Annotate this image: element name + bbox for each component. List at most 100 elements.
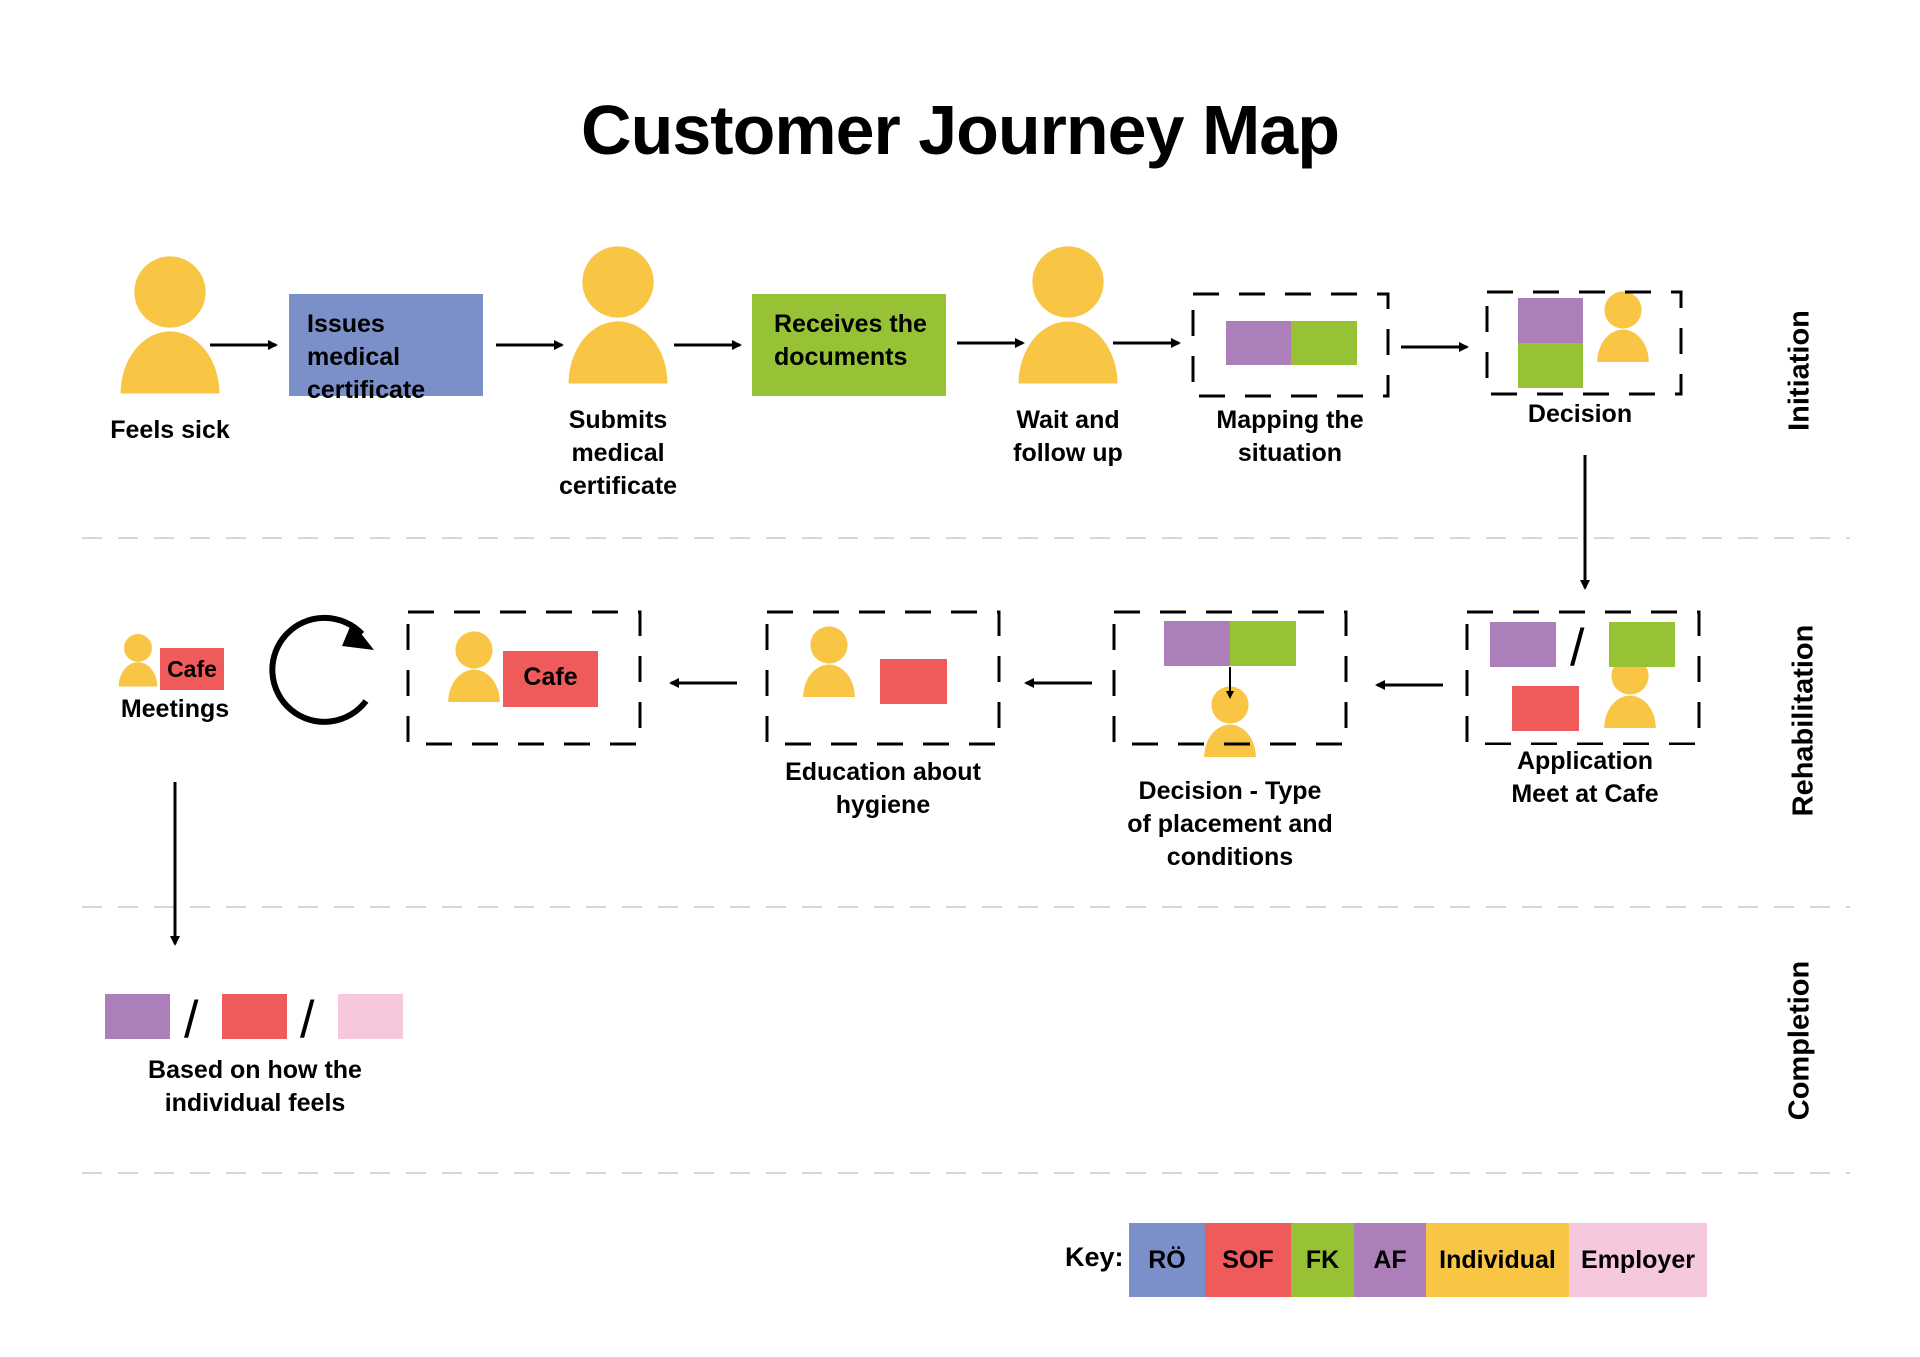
cafe-box-label: Cafe	[523, 663, 578, 691]
meetings-label: Meetings	[120, 695, 230, 723]
person-head	[1032, 246, 1104, 318]
lane-dividers	[82, 537, 1850, 1174]
slash-completion-1: /	[184, 991, 199, 1049]
based-on-line-1: Based on how the	[148, 1056, 362, 1084]
receives-documents-line-2: documents	[774, 343, 908, 371]
person-head	[810, 626, 848, 664]
key-swatches	[1129, 1223, 1707, 1297]
mapping-label: Mapping the situation	[1180, 404, 1400, 470]
based-on-line-2: individual feels	[164, 1089, 346, 1117]
wait-line-1: Wait and	[1016, 406, 1120, 434]
af-block-completion	[105, 994, 170, 1039]
mapping-line-2: situation	[1237, 439, 1343, 467]
application-label: Application Meet at Cafe	[1475, 745, 1695, 811]
decision-type-frame	[1112, 610, 1348, 746]
wait-line-2: follow up	[1013, 439, 1123, 467]
decision-type-line-2: of placement and	[1127, 810, 1333, 838]
refresh-icon	[269, 614, 369, 725]
decision-type-label: Decision - Type of placement and conditi…	[1110, 775, 1350, 874]
fk-block-decision	[1518, 343, 1583, 388]
decision-label: Decision	[1527, 400, 1633, 428]
lane-label-initiation: Initiation	[1783, 310, 1816, 431]
slash-completion-2: /	[300, 991, 315, 1049]
key-swatch-ro	[1129, 1223, 1205, 1297]
application-line-2: Meet at Cafe	[1511, 780, 1659, 808]
application-frame	[1465, 610, 1701, 746]
sof-block-meetings	[160, 648, 224, 690]
education-line-1: Education about	[785, 758, 981, 786]
key-item-sof: SOF	[1222, 1245, 1274, 1274]
person-body	[803, 664, 855, 697]
fk-block-application	[1609, 622, 1675, 667]
ro-box-issues-certificate	[289, 294, 483, 396]
based-on-label: Based on how the individual feels	[130, 1054, 380, 1120]
person-icon-application	[1604, 657, 1656, 728]
mapping-line-1: Mapping the	[1216, 406, 1364, 434]
submits-certificate-label: Submits medical certificate	[518, 404, 718, 503]
decision-type-line-3: conditions	[1166, 843, 1294, 871]
key-swatch-af	[1354, 1223, 1426, 1297]
lane-label-rehabilitation: Rehabilitation	[1787, 624, 1820, 817]
decision-type-line-1: Decision - Type	[1138, 777, 1322, 805]
sof-block-completion	[222, 994, 287, 1039]
sof-block-application	[1512, 686, 1579, 731]
af-block-application	[1490, 622, 1556, 667]
key-label: Key:	[1065, 1242, 1124, 1272]
submits-line-1: Submits	[568, 406, 668, 434]
key-item-ro: RÖ	[1148, 1245, 1186, 1274]
person-icon-submits	[568, 246, 668, 384]
key-swatch-sof	[1205, 1223, 1291, 1297]
key-swatch-individual	[1426, 1223, 1569, 1297]
person-head	[124, 634, 152, 662]
af-block-decision-type	[1164, 621, 1230, 666]
issues-certificate-line-2: certificate	[307, 376, 426, 404]
person-head	[455, 631, 493, 669]
person-icon-feels-sick	[120, 256, 220, 394]
receives-documents-label: Receives the documents	[752, 294, 946, 396]
mapping-frame	[1191, 292, 1390, 398]
issues-certificate-line-1: Issues medical	[307, 310, 401, 371]
person-head	[1604, 291, 1642, 329]
person-body	[1018, 321, 1118, 384]
key-item-af: AF	[1373, 1245, 1407, 1274]
fk-block-decision-type	[1230, 621, 1296, 666]
key-item-individual: Individual	[1439, 1245, 1556, 1274]
refresh-arrowhead	[342, 622, 374, 650]
lane-label-completion: Completion	[1783, 960, 1816, 1121]
af-block-mapping	[1226, 321, 1291, 365]
issues-certificate-label: Issues medical certificate	[289, 294, 483, 404]
flow-arrows	[170, 338, 1590, 946]
key-item-employer: Employer	[1581, 1245, 1695, 1274]
page-title: Customer Journey Map	[581, 91, 1340, 169]
key-swatch-fk	[1291, 1223, 1354, 1297]
person-icon-wait	[1018, 246, 1118, 384]
person-icon-cafe	[448, 631, 500, 702]
submits-line-2: medical	[571, 439, 665, 467]
person-body	[1597, 329, 1649, 362]
sof-block-cafe	[503, 651, 598, 707]
fk-block-mapping	[1291, 321, 1357, 365]
person-body	[568, 321, 668, 384]
person-body	[448, 669, 500, 702]
person-icon-decision-type	[1204, 686, 1256, 757]
person-body	[120, 331, 220, 394]
person-icon-decision	[1597, 291, 1649, 362]
education-label: Education about hygiene	[773, 756, 993, 822]
person-icon-education	[803, 626, 855, 697]
receives-documents-line-1: Receives the	[774, 310, 927, 338]
person-body	[1604, 695, 1656, 728]
cafe-small-label: Cafe	[167, 656, 217, 682]
education-line-2: hygiene	[835, 791, 931, 819]
person-head	[1211, 686, 1249, 724]
person-head	[582, 246, 654, 318]
decision-frame	[1485, 290, 1683, 396]
key-swatch-employer	[1569, 1223, 1707, 1297]
application-line-1: Application	[1516, 747, 1654, 775]
wait-follow-label: Wait and follow up	[968, 404, 1168, 470]
af-block-decision	[1518, 298, 1583, 343]
person-icon-meetings	[118, 634, 158, 687]
person-head	[134, 256, 206, 328]
feels-sick-label: Feels sick	[110, 416, 230, 444]
education-frame	[765, 610, 1001, 746]
